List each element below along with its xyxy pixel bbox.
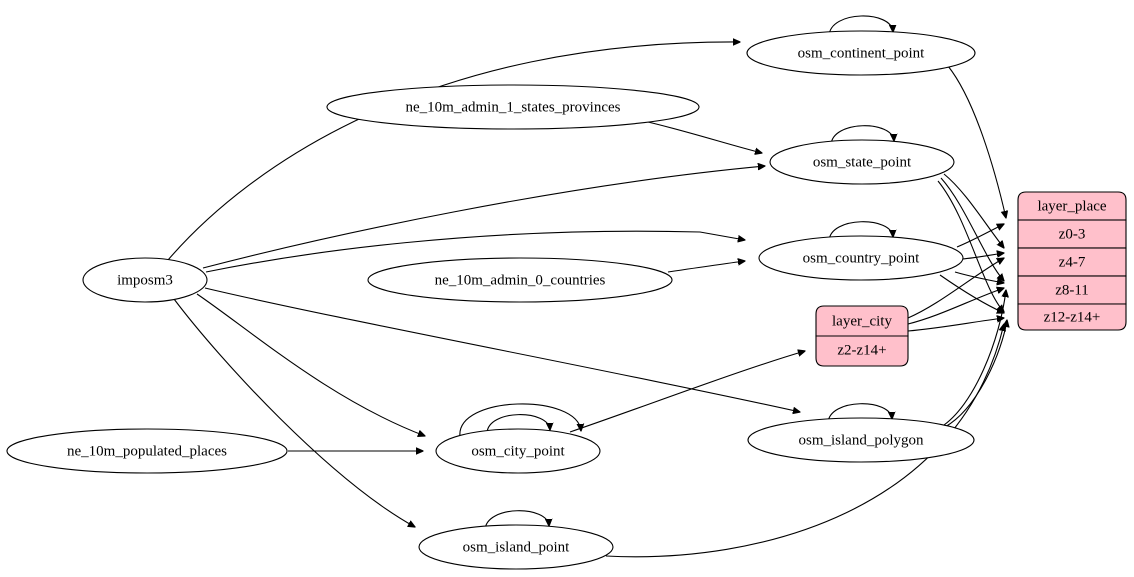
record-label-layer_place-z8-11: z8-11 — [1055, 282, 1089, 298]
record-cell-layer_place-z4-7[interactable] — [1017, 247, 1127, 277]
edge-osm_state_point-to-layer_place-z8-11 — [940, 177, 1004, 281]
edge-ne_10m_admin_1_states_provinces-to-osm_state_point — [647, 121, 762, 153]
node-shape-ellipse[interactable] — [418, 524, 614, 570]
edge-imposm3-to-osm_city_point — [196, 293, 425, 436]
node-osm_island_point[interactable]: osm_island_point — [418, 524, 614, 570]
node-shape-ellipse[interactable] — [82, 257, 208, 303]
node-label-ne_10m_admin_0_countries: ne_10m_admin_0_countries — [435, 272, 606, 288]
node-label-osm_state_point: osm_state_point — [813, 154, 912, 170]
record-layer: layer_place z0-3 z4-7 z8-11 z12-z14+ lay… — [815, 191, 1127, 367]
edge-imposm3-to-osm_state_point — [202, 166, 765, 269]
record-cell-layer_city-z2-z14[interactable] — [815, 335, 909, 367]
edge-ne_10m_admin_0_countries-to-osm_country_point — [667, 261, 745, 273]
edge-osm_state_point-to-layer_place-z4-7 — [943, 173, 1004, 248]
node-osm_city_point[interactable]: osm_city_point — [435, 428, 601, 474]
edge-self-osm_continent_point — [828, 15, 893, 37]
record-label-layer_place-z4-7: z4-7 — [1059, 254, 1086, 270]
edge-layer_city-to-layer_place-z8-11 — [907, 288, 1004, 325]
node-shape-ellipse[interactable] — [367, 257, 673, 303]
node-osm_continent_point[interactable]: osm_continent_point — [746, 30, 976, 76]
record-cell-layer_place-z8-11[interactable] — [1017, 275, 1127, 305]
node-shape-ellipse[interactable] — [747, 417, 975, 463]
edge-layer_city-to-layer_place-z12-z14+ — [907, 318, 1004, 332]
node-shape-ellipse[interactable] — [758, 235, 964, 281]
edge-self-osm_city_point-outer — [459, 403, 581, 438]
edge-self-osm_state_point — [830, 125, 894, 146]
record-cell-layer_place-z12-z14[interactable] — [1017, 303, 1127, 331]
edge-imposm3-to-osm_island_point — [173, 298, 415, 527]
node-imposm3[interactable]: imposm3 — [82, 257, 208, 303]
node-osm_country_point[interactable]: osm_country_point — [758, 235, 964, 281]
node-label-ne_10m_populated_places: ne_10m_populated_places — [67, 443, 227, 459]
node-shape-ellipse[interactable] — [769, 139, 955, 185]
edge-self-osm_city_point-inner — [486, 414, 550, 434]
node-shape-ellipse[interactable] — [6, 428, 288, 474]
edge-osm_country_point-to-layer_place-z8-11 — [954, 271, 1004, 283]
record-label-layer_place-z0-3: z0-3 — [1059, 226, 1086, 242]
edge-self-osm_island_polygon — [827, 403, 892, 424]
node-label-osm_continent_point: osm_continent_point — [798, 45, 925, 61]
node-osm_island_polygon[interactable]: osm_island_polygon — [747, 417, 975, 463]
node-osm_state_point[interactable]: osm_state_point — [769, 139, 955, 185]
edge-osm_island_polygon-to-layer_place-z8-11 — [940, 290, 1006, 428]
node-label-ne_10m_admin_1_states_provinces: ne_10m_admin_1_states_provinces — [406, 99, 621, 115]
record-label-layer_place-z12-z14: z12-z14+ — [1044, 309, 1101, 325]
node-shape-ellipse[interactable] — [435, 428, 601, 474]
record-layer_city[interactable]: layer_city z2-z14+ — [815, 305, 909, 367]
edge-osm_country_point-to-layer_place-z4-7 — [961, 253, 1004, 260]
record-cell-layer_place-z0-3[interactable] — [1017, 219, 1127, 249]
node-shape-ellipse[interactable] — [746, 30, 976, 76]
record-layer_place[interactable]: layer_place z0-3 z4-7 z8-11 z12-z14+ — [1017, 191, 1127, 331]
edge-osm_continent_point-to-layer_place-z0-3 — [947, 65, 1006, 218]
edge-imposm3-to-osm_continent_point — [167, 42, 740, 261]
edge-self-osm_island_point — [484, 510, 549, 531]
record-label-layer_place-title: layer_place — [1037, 198, 1106, 214]
edge-osm_island_point-to-layer_place-z12-z14+ — [605, 324, 1004, 558]
record-label-layer_city-z2-z14: z2-z14+ — [837, 342, 886, 358]
node-shape-ellipse[interactable] — [326, 84, 700, 130]
node-label-imposm3: imposm3 — [117, 272, 173, 288]
node-label-osm_island_point: osm_island_point — [463, 539, 571, 555]
node-label-osm_island_polygon: osm_island_polygon — [798, 432, 924, 448]
edge-osm_island_polygon-to-layer_place-z12-z14+ — [944, 320, 1007, 428]
record-label-layer_city-title: layer_city — [832, 313, 892, 329]
node-ne_10m_populated_places[interactable]: ne_10m_populated_places — [6, 428, 288, 474]
node-ne_10m_admin_0_countries[interactable]: ne_10m_admin_0_countries — [367, 257, 673, 303]
edge-imposm3-to-osm_country_point — [205, 230, 745, 273]
node-label-osm_city_point: osm_city_point — [471, 443, 565, 459]
node-label-osm_country_point: osm_country_point — [803, 250, 920, 266]
edge-osm_city_point-to-layer_city-z2-z14+ — [569, 351, 805, 433]
edge-layer — [167, 15, 1007, 558]
edge-imposm3-to-osm_island_polygon — [204, 287, 800, 412]
edge-osm_country_point-to-layer_place-z12-z14+ — [939, 274, 1004, 313]
edge-osm_state_point-to-layer_place-z12-z14+ — [937, 180, 1004, 312]
edge-osm_country_point-to-layer_place-z0-3 — [956, 224, 1004, 248]
node-ne_10m_admin_1_states_provinces[interactable]: ne_10m_admin_1_states_provinces — [326, 84, 700, 130]
edge-self-osm_country_point — [828, 221, 893, 242]
node-layer: imposm3 ne_10m_admin_1_states_provinces … — [6, 30, 976, 570]
edge-layer_city-to-layer_place-z4-7 — [907, 258, 1004, 319]
